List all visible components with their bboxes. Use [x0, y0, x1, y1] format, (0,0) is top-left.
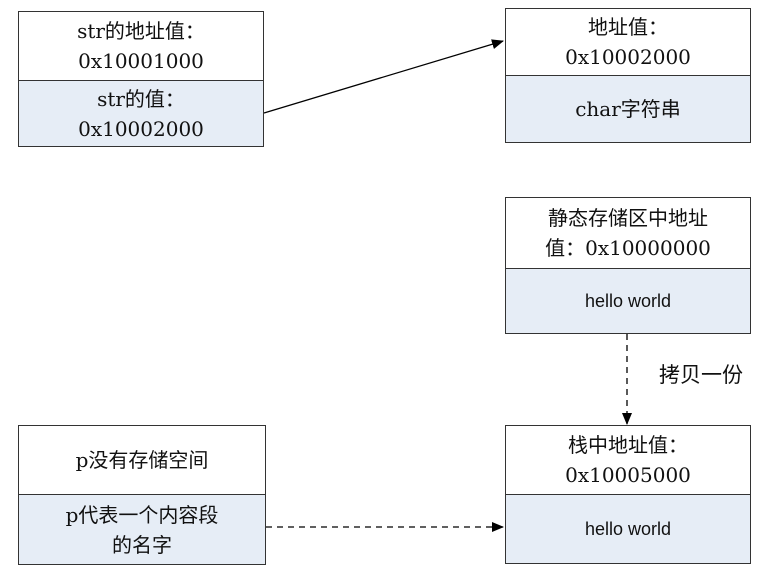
copy-label: 拷贝一份 — [659, 363, 743, 387]
p-box: p没有存储空间 p代表一个内容段 的名字 — [18, 425, 266, 565]
stack-content-cell: hello world — [506, 494, 750, 563]
str-address-cell: str的地址值： 0x10001000 — [77, 19, 205, 73]
pointer-arrow — [263, 39, 504, 114]
p-storage-cell: p没有存储空间 — [75, 448, 209, 472]
str-box: str的地址值： 0x10001000 str的值： 0x10002000 — [18, 11, 264, 147]
static-address-cell: 静态存储区中地址 值：0x10000000 — [545, 206, 711, 260]
static-content-cell: hello world — [506, 268, 750, 333]
p-alias-cell: p代表一个内容段 的名字 — [19, 494, 265, 564]
heap-address-cell: 地址值： 0x10002000 — [565, 15, 691, 69]
str-value-cell: str的值： 0x10002000 — [19, 80, 263, 146]
stack-box: 栈中地址值： 0x10005000 hello world — [505, 425, 751, 564]
heap-content-cell: char字符串 — [506, 75, 750, 142]
stack-address-cell: 栈中地址值： 0x10005000 — [565, 433, 691, 487]
static-storage-box: 静态存储区中地址 值：0x10000000 hello world — [505, 197, 751, 334]
heap-string-box: 地址值： 0x10002000 char字符串 — [505, 8, 751, 143]
